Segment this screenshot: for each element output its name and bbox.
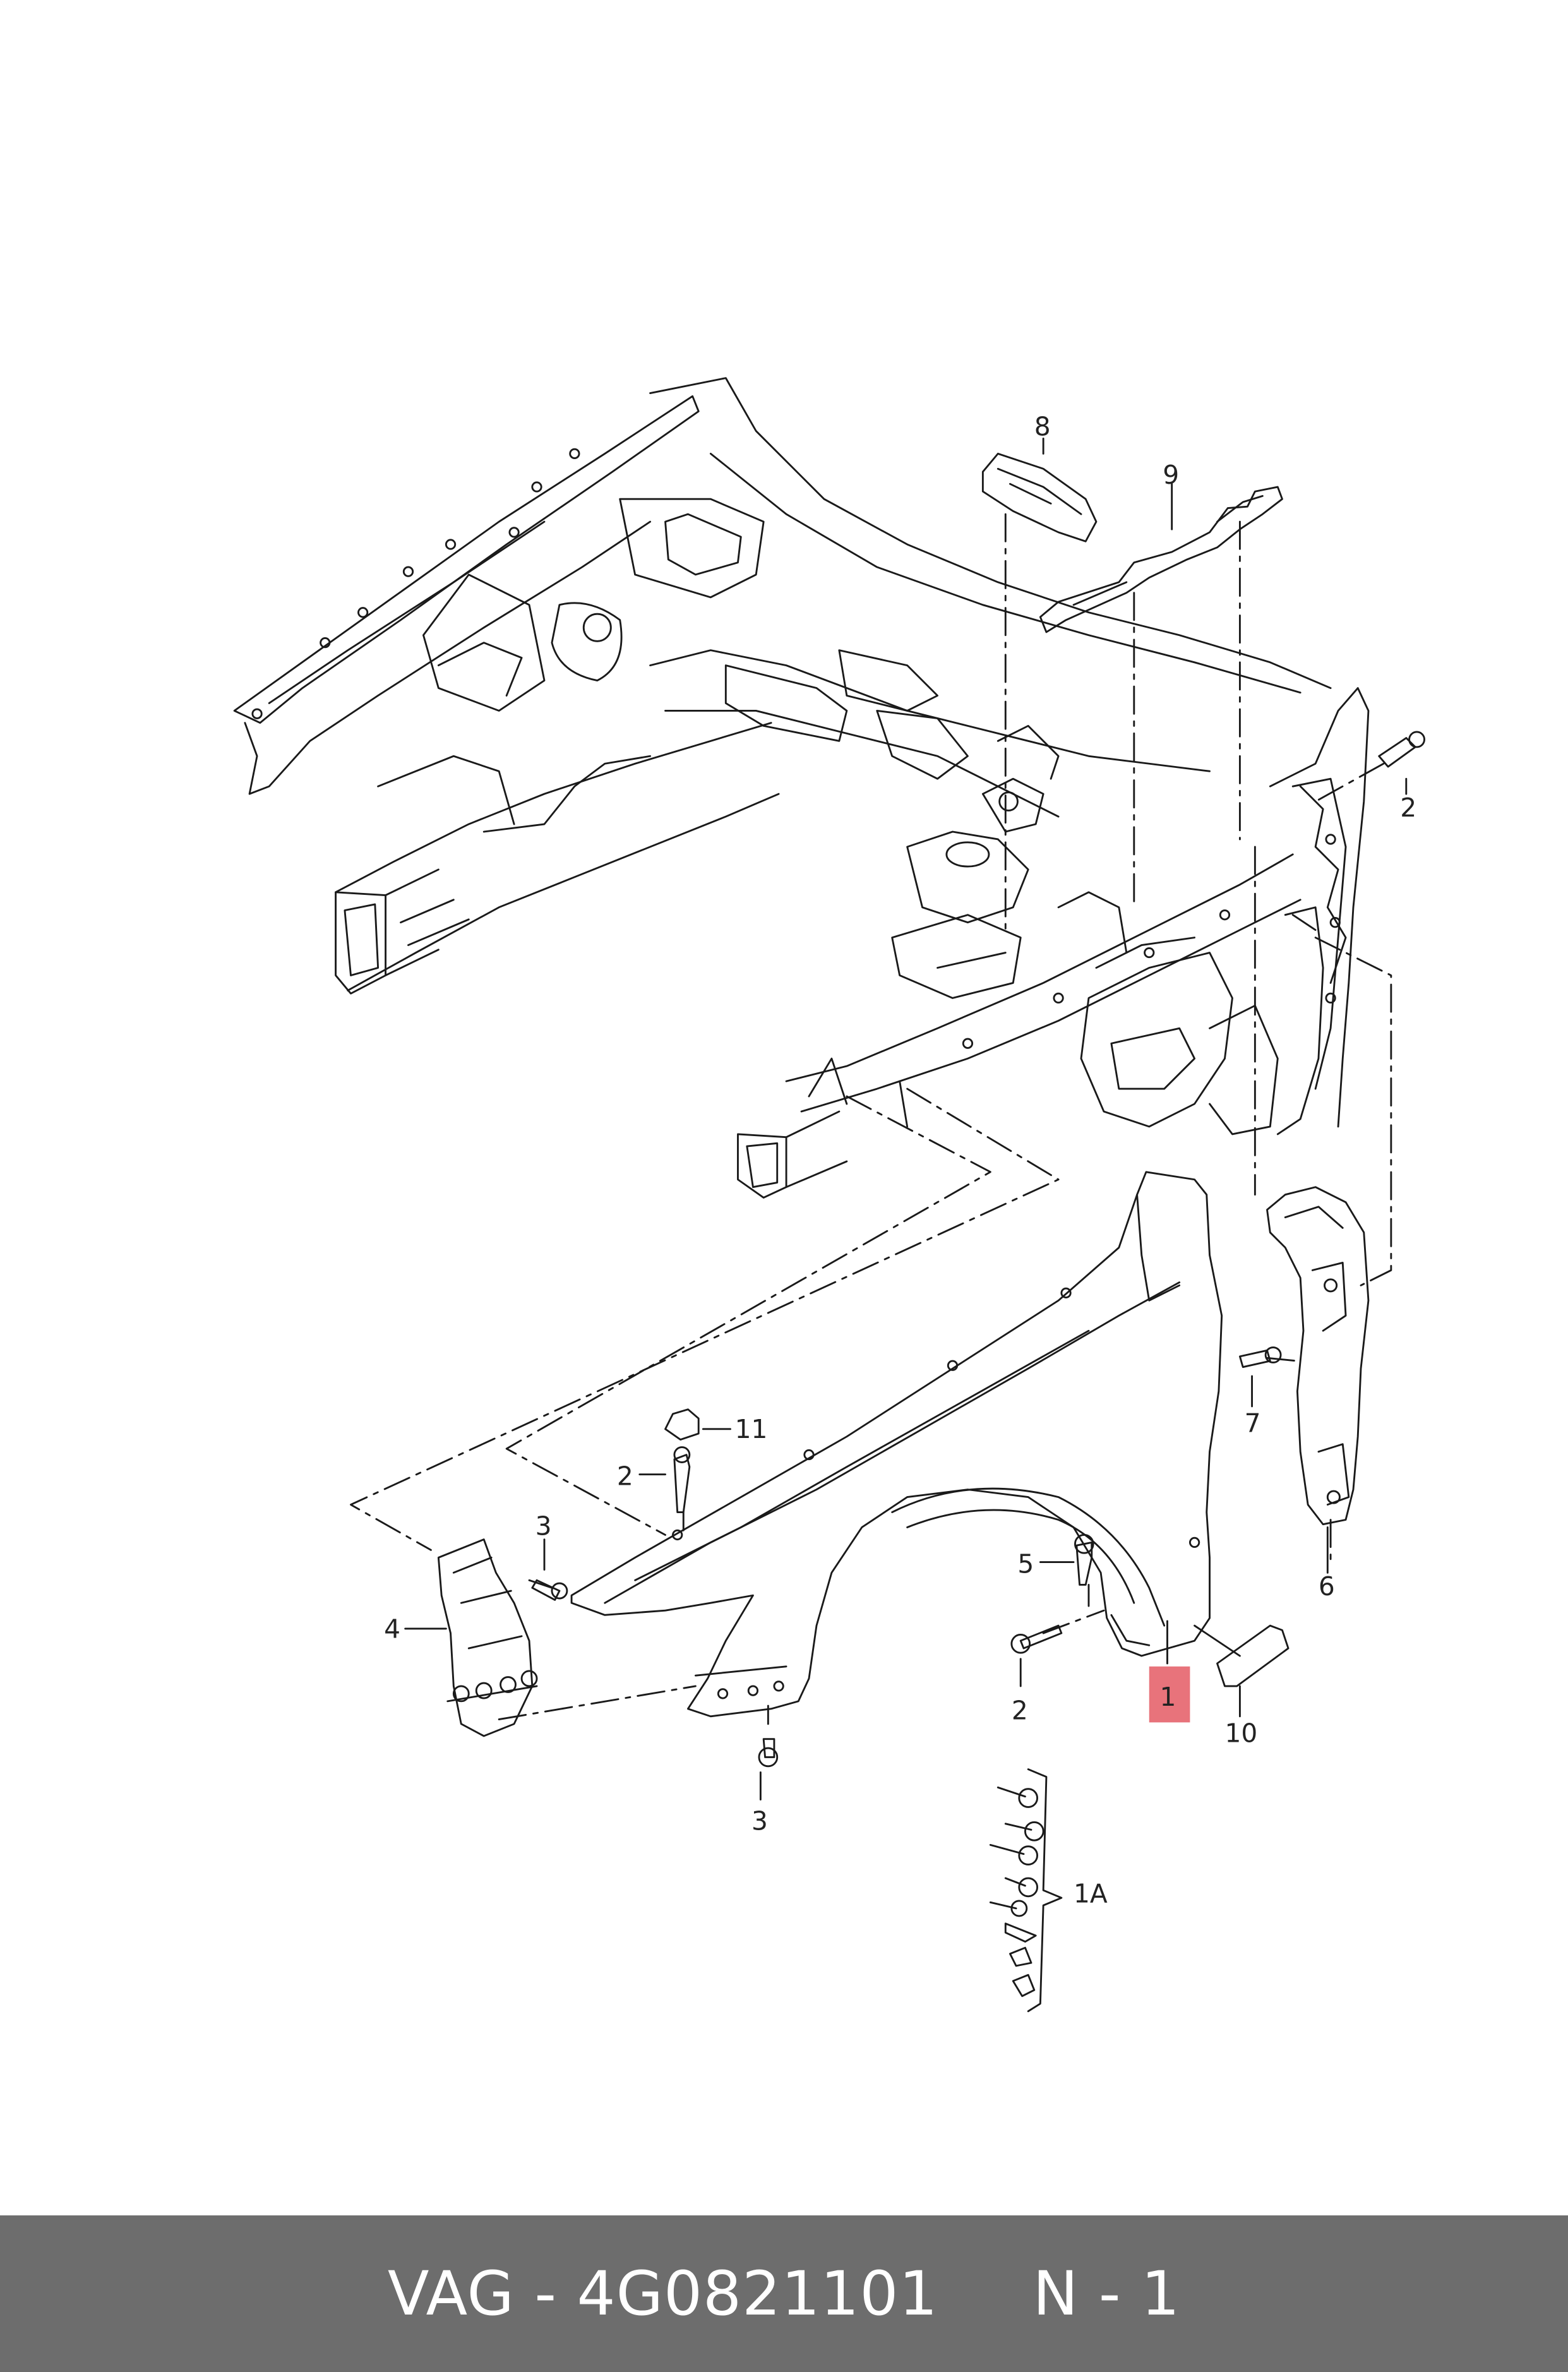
bracket-part-4 xyxy=(437,1538,538,1737)
label-3-bottom: 3 xyxy=(751,1806,768,1836)
bracket-part-8 xyxy=(981,452,1098,542)
parts-diagram: 8 9 2 11 2 3 4 7 6 5 2 1 10 3 1A xyxy=(233,377,1425,2013)
label-10: 10 xyxy=(1224,1718,1257,1749)
label-11: 11 xyxy=(735,1414,768,1444)
fender-part-1 xyxy=(570,1171,1223,1718)
label-1: 1 xyxy=(1160,1682,1176,1712)
label-6: 6 xyxy=(1319,1571,1335,1602)
kit-brace xyxy=(1027,1768,1063,2013)
footer-bar: VAG - 4G0821101 N - 1 xyxy=(0,2215,1568,2372)
label-2-mid: 2 xyxy=(617,1461,633,1491)
part-labels: 8 9 2 11 2 3 4 7 6 5 2 1 10 3 1A xyxy=(384,412,1416,1909)
label-leaders xyxy=(404,437,1408,1800)
label-2-top: 2 xyxy=(1400,793,1416,823)
label-5: 5 xyxy=(1017,1548,1034,1579)
patch-part-10 xyxy=(1216,1624,1290,1687)
label-1a: 1A xyxy=(1074,1878,1108,1908)
liner-part-6 xyxy=(1266,1186,1370,1526)
label-7: 7 xyxy=(1245,1408,1261,1439)
label-3-left: 3 xyxy=(536,1511,552,1541)
front-body-structure xyxy=(233,377,1370,1199)
footer-part-number: VAG - 4G0821101 xyxy=(387,2258,938,2329)
label-8: 8 xyxy=(1034,412,1051,442)
footer-page: N - 1 xyxy=(1032,2258,1181,2329)
label-4: 4 xyxy=(384,1614,400,1644)
label-9: 9 xyxy=(1163,460,1179,490)
fasteners xyxy=(531,731,1425,1998)
assembly-lines xyxy=(350,513,1392,1725)
label-2-lower: 2 xyxy=(1012,1696,1028,1726)
selected-part-highlight xyxy=(1149,1666,1190,1723)
bracket-part-9 xyxy=(1039,486,1283,633)
fastener-kit-1a xyxy=(989,1786,1044,1998)
